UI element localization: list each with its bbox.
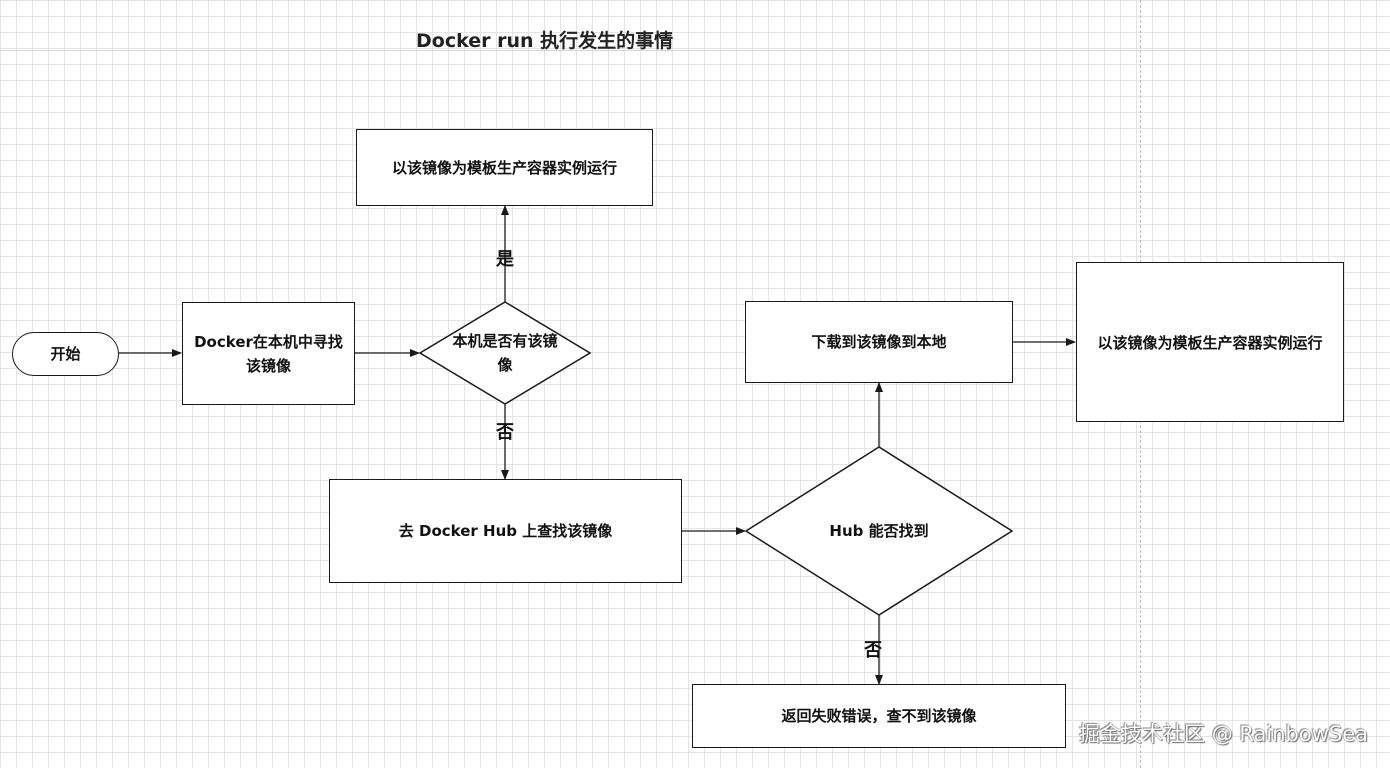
no-label-local: 否 — [496, 422, 514, 443]
diagram-title: Docker run 执行发生的事情 — [416, 30, 674, 52]
start-label: 开始 — [50, 345, 81, 363]
run-local-box: 以该镜像为模板生产容器实例运行 — [356, 129, 653, 206]
error-box: 返回失败错误，查不到该镜像 — [692, 684, 1066, 748]
search-hub-box: 去 Docker Hub 上查找该镜像 — [329, 479, 682, 583]
run-local-label: 以该镜像为模板生产容器实例运行 — [391, 158, 617, 177]
watermark: 掘金技术社区 @ RainbowSea — [1079, 722, 1368, 746]
search-local-label: Docker在本机中寻找该镜像 — [194, 332, 343, 375]
run-downloaded-label: 以该镜像为模板生产容器实例运行 — [1097, 334, 1323, 352]
download-label: 下载到该镜像到本地 — [811, 333, 947, 351]
yes-label-local: 是 — [496, 249, 514, 270]
error-label: 返回失败错误，查不到该镜像 — [781, 707, 977, 725]
start-node: 开始 — [12, 332, 119, 376]
run-downloaded-box: 以该镜像为模板生产容器实例运行 — [1076, 262, 1344, 422]
page-top-line — [0, 50, 1390, 51]
search-local-box: Docker在本机中寻找该镜像 — [182, 302, 355, 405]
check-local-label: 本机是否有该镜像 — [452, 332, 558, 374]
search-hub-label: 去 Docker Hub 上查找该镜像 — [398, 522, 613, 540]
no-label-hub: 否 — [864, 640, 882, 661]
check-hub-label: Hub 能否找到 — [829, 522, 929, 540]
download-box: 下载到该镜像到本地 — [745, 301, 1013, 383]
